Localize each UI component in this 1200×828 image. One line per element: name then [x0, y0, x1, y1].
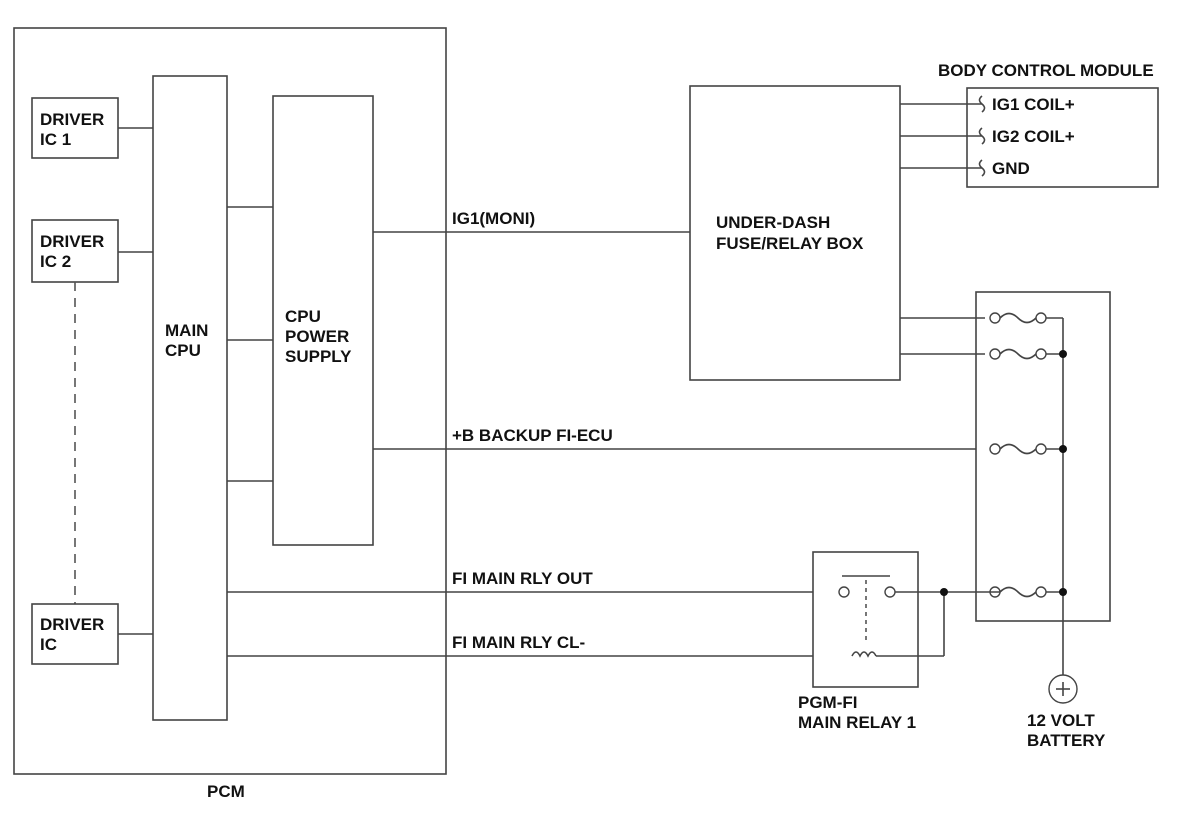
- relay-label-line2: MAIN RELAY 1: [798, 713, 916, 732]
- body-control-module-box: [966, 87, 1159, 188]
- battery-label-line1: 12 VOLT: [1027, 711, 1095, 730]
- driver-ic-2-label-line2: IC 2: [40, 252, 71, 271]
- driver-ic-1-box: [31, 97, 119, 159]
- ig1-moni-label: IG1(MONI): [452, 209, 535, 228]
- driver-ic-label-line1: DRIVER: [40, 615, 104, 634]
- junction-dot-4: [1059, 588, 1067, 596]
- cpu-power-supply-label-line3: SUPPLY: [285, 347, 352, 366]
- bcm-pin-ig2-coil: IG2 COIL+: [992, 127, 1075, 146]
- connector-bcm-ig2: [978, 127, 986, 145]
- under-dash-label-line1: UNDER-DASH: [716, 213, 830, 232]
- bcm-pin-ig1-coil: IG1 COIL+: [992, 95, 1075, 114]
- driver-ic-label-line2: IC: [40, 635, 57, 654]
- under-dash-label-line2: FUSE/RELAY BOX: [716, 234, 864, 253]
- cpu-power-supply-label-line1: CPU: [285, 307, 321, 326]
- fuse-2: [989, 348, 1063, 360]
- main-cpu-label-line2: CPU: [165, 341, 201, 360]
- main-cpu-box: [152, 75, 228, 721]
- driver-ic-1-label-line2: IC 1: [40, 130, 71, 149]
- connector-bcm-gnd: [978, 159, 986, 177]
- body-control-module-title: BODY CONTROL MODULE: [938, 61, 1154, 80]
- pcm-label: PCM: [207, 782, 245, 801]
- junction-dot-2: [1059, 350, 1067, 358]
- driver-ic-1-label-line1: DRIVER: [40, 110, 104, 129]
- bcm-pin-gnd: GND: [992, 159, 1030, 178]
- relay-coil-icon: [851, 651, 944, 658]
- main-cpu-label-line1: MAIN: [165, 321, 208, 340]
- relay-label-line1: PGM-FI: [798, 693, 858, 712]
- driver-ic-2-box: [31, 219, 119, 283]
- fuse-1: [989, 312, 1063, 324]
- junction-dot-3: [1059, 445, 1067, 453]
- fuse-box: [975, 291, 1111, 622]
- driver-ic-2-label-line1: DRIVER: [40, 232, 104, 251]
- under-dash-fuse-relay-box: [689, 85, 901, 381]
- connector-bcm-ig1: [978, 95, 986, 113]
- b-backup-label: +B BACKUP FI-ECU: [452, 426, 613, 445]
- pgm-fi-main-relay-box: [812, 551, 919, 688]
- cpu-power-supply-label-line2: POWER: [285, 327, 349, 346]
- fi-main-rly-cl-label: FI MAIN RLY CL-: [452, 633, 585, 652]
- junction-dot-relay: [940, 588, 948, 596]
- cpu-power-supply-box: [272, 95, 374, 546]
- fi-main-rly-out-label: FI MAIN RLY OUT: [452, 569, 593, 588]
- driver-ic-box: [31, 603, 119, 665]
- battery-label-line2: BATTERY: [1027, 731, 1106, 750]
